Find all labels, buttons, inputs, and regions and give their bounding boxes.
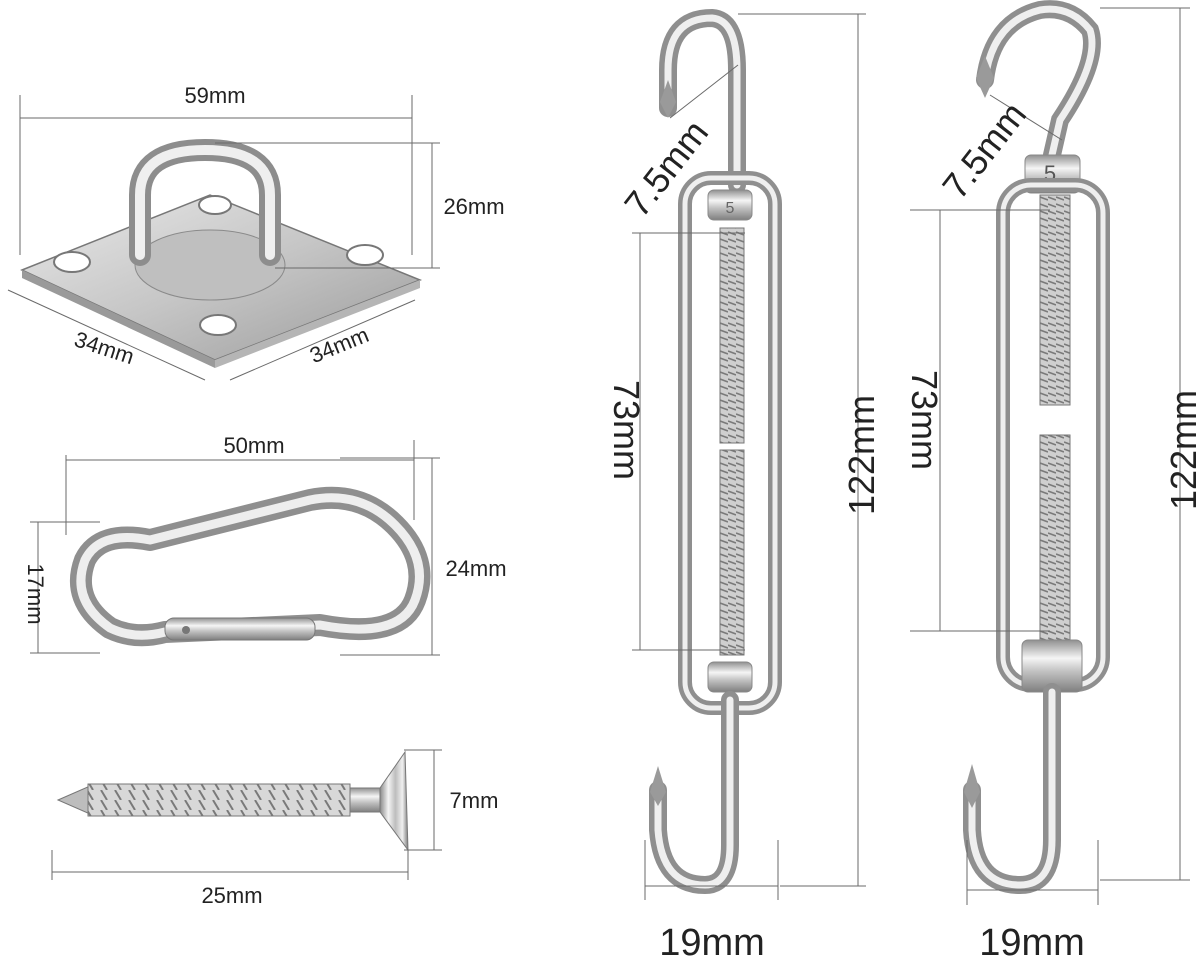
- carabiner-inner-label: 17mm: [23, 563, 48, 624]
- turnbuckle-right-total-label: 122mm: [1163, 390, 1200, 510]
- pad-eye-width-label: 59mm: [184, 83, 245, 108]
- turnbuckle-left-total-label: 122mm: [841, 395, 882, 515]
- turnbuckle-left-body-label: 73mm: [606, 380, 647, 480]
- turnbuckle-right-body-label: 73mm: [904, 370, 945, 470]
- screw-length-label: 25mm: [201, 883, 262, 908]
- self-tapping-screw: [56, 750, 409, 852]
- turnbuckle-right: 5: [963, 0, 1110, 895]
- turnbuckle-left-width-label: 19mm: [659, 922, 765, 964]
- carabiner-length-label: 50mm: [223, 433, 284, 458]
- pad-eye-plate: [20, 138, 423, 368]
- screw-head-label: 7mm: [450, 788, 499, 813]
- carabiner-height-label: 24mm: [445, 556, 506, 581]
- pad-eye-height-label: 26mm: [443, 194, 504, 219]
- turnbuckle-right-width-label: 19mm: [979, 922, 1085, 964]
- carabiner: [69, 486, 431, 647]
- turnbuckle-left: 5: [649, 8, 782, 895]
- pad-eye-side-right-label: 34mm: [306, 322, 372, 368]
- turnbuckle-left-mark: 5: [726, 200, 735, 217]
- carabiner-dimensions: 50mm 24mm 17mm: [23, 433, 507, 656]
- turnbuckle-left-hook-label: 7.5mm: [616, 112, 716, 224]
- pad-eye-side-left-label: 34mm: [71, 327, 137, 370]
- screw-dimensions: 25mm 7mm: [51, 749, 499, 908]
